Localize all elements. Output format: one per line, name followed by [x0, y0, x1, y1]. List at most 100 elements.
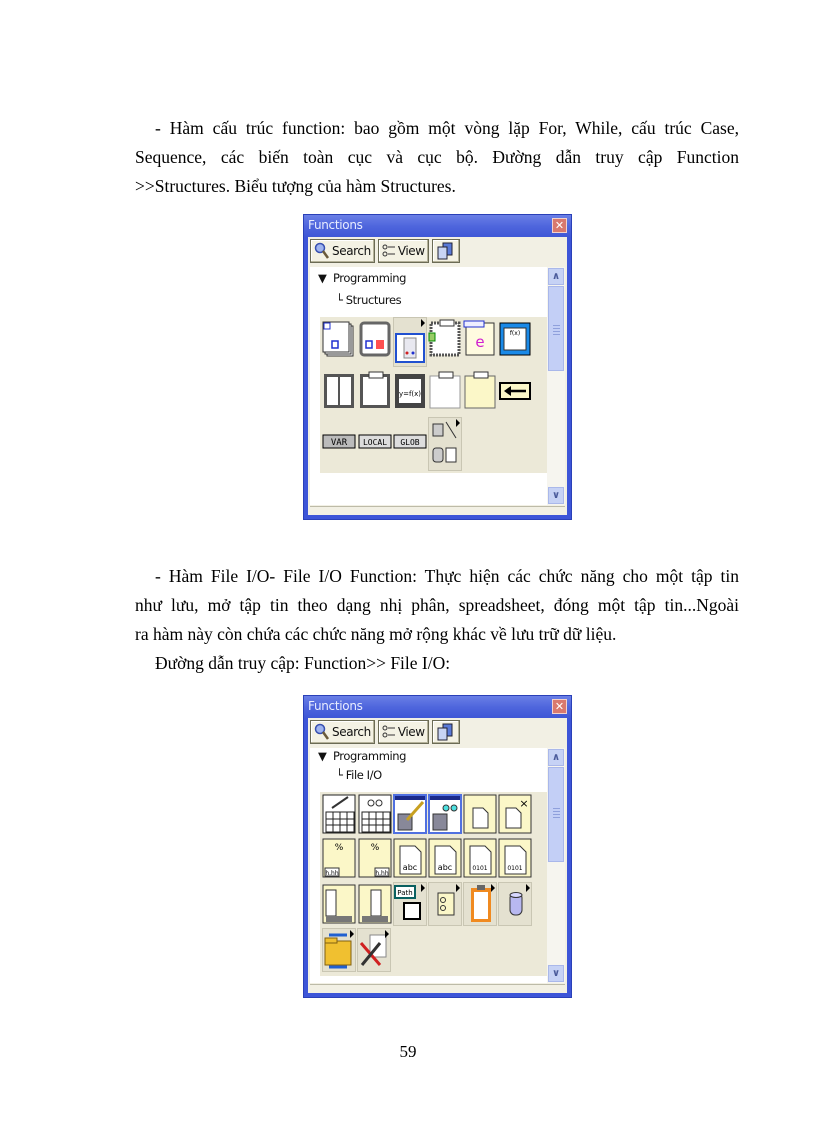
close-button[interactable]: ✕: [552, 218, 567, 233]
window-body: Search View ▼ Programming └ File I/O: [308, 718, 567, 993]
text-line: - Hàm File I/O- File I/O Function: Thực …: [155, 566, 739, 586]
case-structure-icon[interactable]: [393, 317, 427, 367]
write-text-file-icon[interactable]: abc: [393, 838, 427, 878]
functions-window-structures: Functions ✕ Search View ▼ Programming └ …: [303, 214, 572, 520]
title-bar[interactable]: Functions ✕: [304, 696, 571, 718]
file-constants-subpalette-icon[interactable]: Path: [393, 882, 427, 926]
svg-text:abc: abc: [438, 863, 452, 872]
page-number: 59: [399, 1042, 417, 1061]
svg-text:abc: abc: [403, 863, 417, 872]
flat-sequence-icon[interactable]: [358, 319, 392, 359]
tree-node-programming[interactable]: ▼ Programming: [318, 749, 407, 763]
storage-datalog-subpalette-icon[interactable]: [498, 882, 532, 926]
format-into-file-icon[interactable]: %h.hh: [322, 838, 356, 878]
advanced-file-functions-icon[interactable]: [322, 928, 356, 972]
palette-tree: ▼ Programming └ File I/O: [310, 748, 548, 983]
view-list-icon: [382, 244, 395, 257]
write-binary-file-icon[interactable]: 0101: [463, 838, 497, 878]
window-restore-icon: [437, 723, 453, 741]
scroll-down-button[interactable]: ∨: [548, 487, 564, 504]
search-label: Search: [332, 725, 371, 739]
build-path-icon[interactable]: [322, 884, 356, 924]
global-variable-icon[interactable]: GLOB: [393, 432, 427, 452]
search-button[interactable]: Search: [310, 720, 375, 744]
search-button[interactable]: Search: [310, 239, 375, 263]
scroll-thumb[interactable]: [548, 286, 564, 371]
configuration-file-subpalette-icon[interactable]: [428, 882, 462, 926]
for-loop-icon[interactable]: [428, 319, 462, 359]
vertical-scrollbar[interactable]: ∧ ∨: [547, 267, 565, 505]
strip-path-icon[interactable]: [358, 884, 392, 924]
timed-loop-icon[interactable]: f(x): [498, 319, 532, 359]
close-file-icon[interactable]: ×: [498, 794, 532, 834]
stacked-sequence-icon[interactable]: [322, 319, 356, 359]
svg-text:×: ×: [519, 797, 528, 810]
subpalette-arrow-icon: [491, 884, 495, 892]
subpalette-arrow-icon: [456, 884, 460, 892]
tree-node-programming[interactable]: ▼ Programming: [318, 271, 407, 285]
search-icon: [314, 242, 330, 259]
svg-text:LOCAL: LOCAL: [363, 438, 387, 447]
text-line: Đường dẫn truy cập: Function>> File I/O:: [155, 653, 451, 673]
svg-text:GLOB: GLOB: [400, 438, 419, 447]
restore-palette-button[interactable]: [431, 239, 460, 263]
var-local-variable-icon[interactable]: VAR: [322, 432, 356, 452]
file-io-palette: × %h.hh %h.hh abc abc 0101: [320, 792, 548, 976]
title-bar[interactable]: Functions ✕: [304, 215, 571, 237]
restore-palette-button[interactable]: [431, 720, 460, 744]
text-line: như lưu, mở tập tin theo dạng nhị phân, …: [135, 595, 739, 615]
svg-text:0101: 0101: [507, 865, 522, 872]
libraries-executables-icon[interactable]: [357, 928, 391, 972]
read-text-file-icon[interactable]: abc: [428, 838, 462, 878]
functions-window-file-io: Functions ✕ Search View ▼ Programming └ …: [303, 695, 572, 998]
mathscript-node-icon[interactable]: [428, 371, 462, 411]
open-create-replace-file-icon[interactable]: [463, 794, 497, 834]
scroll-up-button[interactable]: ∧: [548, 749, 564, 766]
while-loop-icon[interactable]: [358, 371, 392, 411]
paragraph-file-io: - Hàm File I/O- File I/O Function: Thực …: [135, 562, 739, 678]
tree-node-structures[interactable]: └ Structures: [336, 293, 402, 307]
text-line: >>Structures. Biểu tượng của hàm Structu…: [135, 176, 456, 196]
view-button[interactable]: View: [377, 239, 429, 263]
write-measurement-file-icon[interactable]: [393, 794, 427, 834]
formula-node-icon[interactable]: y=f(x): [393, 371, 427, 411]
diagram-disable-icon[interactable]: [463, 371, 497, 411]
read-spreadsheet-file-icon[interactable]: [358, 794, 392, 834]
search-label: Search: [332, 244, 371, 258]
shared-variable-subpalette-icon[interactable]: [428, 417, 462, 471]
tdms-subpalette-icon[interactable]: [463, 882, 497, 926]
subpalette-arrow-icon: [421, 884, 425, 892]
status-bar: [310, 506, 565, 513]
svg-text:Path: Path: [397, 889, 412, 897]
scroll-down-button[interactable]: ∨: [548, 965, 564, 982]
local-variable-icon[interactable]: LOCAL: [358, 432, 392, 452]
feedback-node-icon[interactable]: [498, 371, 532, 411]
text-line: - Hàm cấu trúc function: bao gồm một vòn…: [155, 118, 739, 138]
scroll-up-button[interactable]: ∧: [548, 268, 564, 285]
subpalette-arrow-icon: [421, 319, 425, 327]
view-label: View: [397, 244, 425, 258]
close-button[interactable]: ✕: [552, 699, 567, 714]
window-body: Search View ▼ Programming └ Structures: [308, 237, 567, 515]
tree-node-file-io[interactable]: └ File I/O: [336, 768, 382, 782]
toolbar: Search View: [310, 239, 460, 265]
svg-text:e: e: [475, 333, 484, 351]
scroll-thumb[interactable]: [548, 767, 564, 862]
text-line: ra hàm này còn chứa các chức năng mở rộn…: [135, 624, 617, 644]
subpalette-arrow-icon: [456, 419, 460, 427]
scan-from-file-icon[interactable]: %h.hh: [358, 838, 392, 878]
paragraph-structures: - Hàm cấu trúc function: bao gồm một vòn…: [135, 114, 739, 201]
read-binary-file-icon[interactable]: 0101: [498, 838, 532, 878]
svg-text:h.hh: h.hh: [325, 870, 339, 877]
svg-text:f(x): f(x): [510, 330, 520, 337]
flat-sequence-frames-icon[interactable]: [322, 371, 356, 411]
vertical-scrollbar[interactable]: ∧ ∨: [547, 748, 565, 983]
read-measurement-file-icon[interactable]: [428, 794, 462, 834]
palette-tree: ▼ Programming └ Structures e: [310, 267, 548, 505]
subpalette-arrow-icon: [526, 884, 530, 892]
view-list-icon: [382, 725, 395, 738]
toolbar: Search View: [310, 720, 460, 746]
event-structure-icon[interactable]: e: [463, 319, 497, 359]
view-button[interactable]: View: [377, 720, 429, 744]
write-spreadsheet-file-icon[interactable]: [322, 794, 356, 834]
